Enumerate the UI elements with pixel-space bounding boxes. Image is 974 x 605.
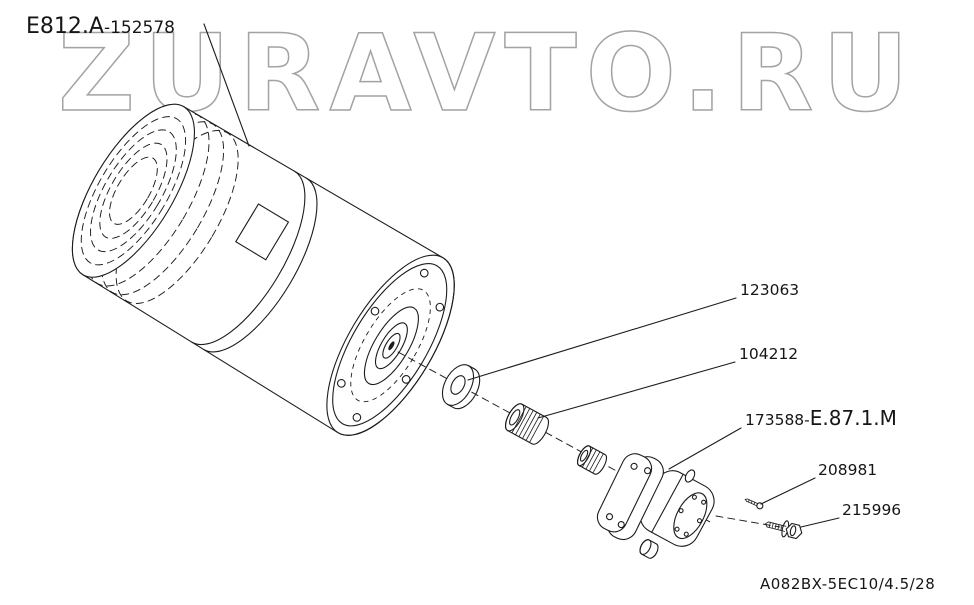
leader-washer [467, 297, 737, 381]
washer-drawing [441, 364, 481, 410]
motor-seam-band [191, 170, 318, 353]
shaft-hole [382, 332, 401, 359]
motor-vent-wraps [86, 112, 239, 304]
motor-drawing [71, 103, 455, 436]
flange-bolt-holes [605, 462, 652, 529]
leader-bolt [800, 517, 840, 528]
label-bolt: 215996 [842, 501, 901, 519]
label-screw: 208981 [818, 461, 877, 479]
pump-mounting-flange [596, 453, 664, 541]
label-bearing: 104212 [739, 345, 798, 363]
shaft-boss [363, 306, 419, 386]
pump-cover-bolts [674, 494, 707, 537]
motor-rear-vent-rings [80, 116, 187, 266]
label-assembly: E812.A-152578 [26, 14, 175, 39]
motor-nameplate [235, 203, 290, 261]
bolt-drawing [764, 520, 803, 540]
bearing-knurl-hatch [511, 406, 545, 443]
leader-assembly [203, 23, 250, 147]
watermark-text: ZURAVTO.RU [58, 12, 917, 135]
leader-screw [760, 477, 816, 505]
leader-pump [668, 427, 742, 470]
motor-endbell [326, 254, 455, 436]
pump-bottom-port [639, 539, 659, 559]
label-pump: 173588-E.87.1.M [745, 406, 897, 430]
leader-lines [203, 23, 840, 528]
endbell-bolt-holes [336, 268, 445, 422]
screw-drawing [744, 498, 764, 510]
label-washer: 123063 [740, 281, 799, 299]
spacer-drawing [576, 445, 608, 475]
pump-drawing [596, 453, 715, 559]
pump-top-boss [684, 469, 696, 483]
drawing-code-footer: A082BX-5EC10/4.5/28 [760, 575, 935, 593]
leader-bearing [537, 361, 736, 419]
bearing-drawing [504, 403, 550, 445]
bolt-threads [768, 522, 783, 531]
spacer-knurl-hatch [582, 447, 604, 474]
